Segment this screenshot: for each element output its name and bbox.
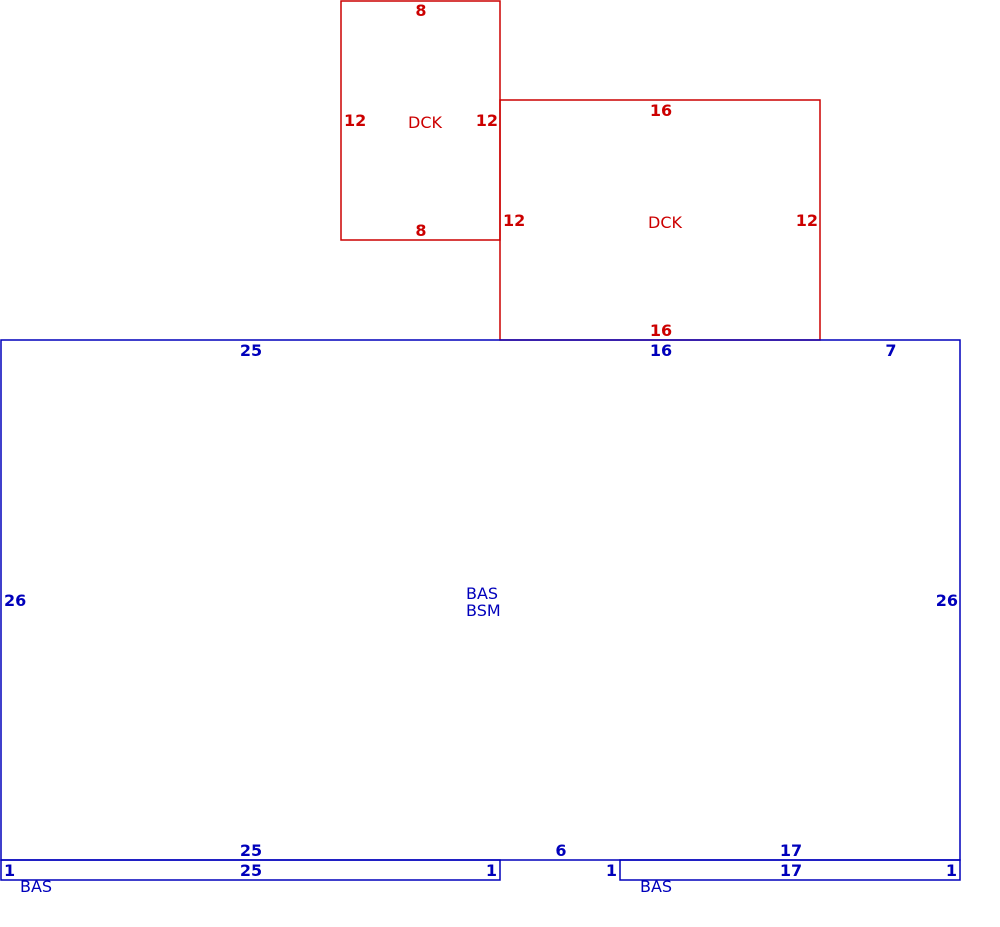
- deck-small-right-dim: 12: [476, 111, 498, 130]
- main-right-dim: 26: [936, 591, 958, 610]
- strip-right-top-dim: 17: [780, 861, 802, 880]
- deck-small-bottom-dim: 8: [415, 221, 426, 240]
- deck-large-bottom-dim: 16: [650, 321, 672, 340]
- deck-small: 8 8 12 12 DCK: [340, 0, 501, 241]
- strip-left-top-dim: 25: [240, 861, 262, 880]
- main-bottom-right-dim: 17: [780, 841, 802, 860]
- main-bottom-mid-dim: 6: [555, 841, 566, 860]
- main-top-left-dim: 25: [240, 341, 262, 360]
- strip-right-outline: [619, 859, 961, 881]
- strip-left-outline: [0, 859, 501, 881]
- strip-right-right-dim: 1: [946, 861, 957, 880]
- main-top-right-dim: 7: [885, 341, 896, 360]
- deck-large: 16 16 12 12 DCK: [499, 99, 821, 341]
- deck-large-right-dim: 12: [796, 211, 818, 230]
- deck-small-left-dim: 12: [344, 111, 366, 130]
- strip-left-code: BAS: [20, 877, 52, 896]
- main-code-2: BSM: [466, 601, 501, 620]
- strip-left: 25 1 1 BAS: [0, 859, 501, 896]
- strip-right-code: BAS: [640, 877, 672, 896]
- strip-left-left-dim: 1: [4, 861, 15, 880]
- deck-large-code: DCK: [648, 213, 682, 232]
- deck-large-left-dim: 12: [503, 211, 525, 230]
- strip-right: 17 1 1 BAS: [606, 859, 961, 896]
- main-left-dim: 26: [4, 591, 26, 610]
- main-top-mid-dim: 16: [650, 341, 672, 360]
- deck-large-top-dim: 16: [650, 101, 672, 120]
- main-bottom-left-dim: 25: [240, 841, 262, 860]
- strip-left-right-dim: 1: [486, 861, 497, 880]
- deck-small-code: DCK: [408, 113, 442, 132]
- strip-right-left-dim: 1: [606, 861, 617, 880]
- main-structure: 25 16 7 26 26 25 6 17 BAS BSM: [0, 339, 961, 861]
- deck-small-top-dim: 8: [415, 1, 426, 20]
- main-code-1: BAS: [466, 584, 498, 603]
